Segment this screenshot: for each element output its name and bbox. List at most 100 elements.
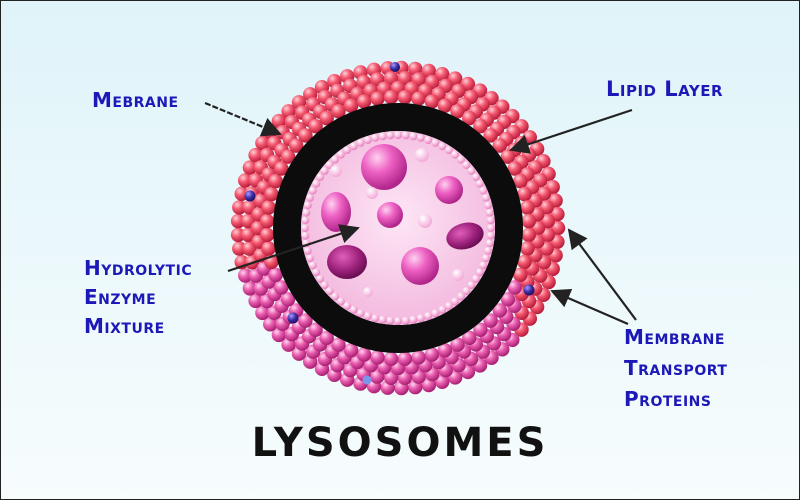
inner-bead (438, 305, 447, 314)
membrane-bead (268, 173, 283, 189)
inner-bead (371, 314, 380, 323)
membrane-bead (473, 119, 488, 134)
inner-bead (331, 155, 339, 164)
label-line: Mixture (84, 314, 165, 338)
inner-bead (482, 254, 490, 263)
transport-protein (287, 312, 299, 324)
inner-bead (486, 216, 495, 225)
inner-bead (325, 287, 334, 295)
membrane-bead (298, 128, 313, 143)
membrane-bead (450, 337, 465, 352)
inner-bead (394, 131, 402, 139)
inner-bead (302, 208, 311, 217)
vesicle (415, 148, 429, 162)
inner-bead (475, 179, 484, 188)
inner-bead (457, 292, 465, 301)
membrane-bead (483, 128, 498, 143)
membrane-bead (521, 227, 536, 243)
membrane-bead (230, 227, 246, 243)
arrow-enzyme (227, 224, 360, 273)
inner-bead (485, 208, 494, 217)
inner-bead (424, 312, 433, 320)
membrane-bead (248, 147, 263, 163)
inner-bead (451, 297, 460, 306)
inner-bead (336, 297, 345, 306)
membrane-bead (483, 313, 498, 328)
membrane-bead (260, 213, 275, 229)
inner-bead (475, 268, 484, 277)
membrane-bead (507, 280, 522, 295)
label-line: Enzyme (84, 285, 157, 309)
label-line: Proteins (624, 387, 712, 411)
inner-bead (306, 193, 314, 202)
membrane-bead-layer (230, 60, 566, 396)
inner-bead (485, 239, 494, 248)
inner-bead (363, 312, 372, 320)
membrane-bead (500, 292, 516, 307)
membrane-bead (280, 149, 296, 164)
membrane-bead (492, 138, 507, 153)
inner-bead (316, 274, 325, 283)
inner-bead (394, 317, 402, 325)
membrane-bead (255, 135, 270, 151)
inner-bead (331, 292, 339, 301)
arrow-membrane (204, 101, 282, 137)
vesicle (327, 245, 367, 279)
membrane-bead (520, 241, 535, 256)
inner-bead (462, 161, 471, 169)
inner-bead (431, 309, 440, 318)
membrane-bead (260, 227, 275, 243)
inner-bead (484, 246, 493, 255)
inner-bead (303, 201, 312, 210)
inner-bead (484, 201, 493, 210)
inner-bead (486, 231, 495, 240)
inner-bead (301, 231, 310, 240)
membrane-bead (331, 104, 346, 119)
diagram-title: LYSOSOMES (251, 420, 549, 466)
vesicle (401, 247, 439, 285)
vesicle (361, 144, 407, 190)
inner-bead (438, 142, 447, 151)
label-membrane: Mebrane (92, 88, 179, 112)
membrane-bead (421, 377, 436, 393)
membrane-bead (268, 267, 283, 283)
membrane-bead (343, 343, 359, 358)
vesicle (452, 269, 464, 281)
label-hydrolytic-enzyme-mixture: Hydrolytic Enzyme Mixture (84, 254, 192, 341)
membrane-bead (370, 91, 385, 106)
membrane-bead (550, 220, 566, 236)
membrane-bead (238, 173, 253, 188)
inner-bead (349, 305, 358, 314)
membrane-bead (232, 200, 247, 215)
membrane-bead (230, 213, 246, 229)
pointer-arrows (204, 101, 637, 326)
inner-bead (431, 138, 440, 147)
inner-bead (336, 150, 345, 159)
vesicle (366, 187, 378, 199)
membrane-bead (492, 303, 507, 318)
membrane-bead (343, 98, 359, 113)
arrow-transport-2 (550, 289, 629, 326)
inner-bead (444, 146, 453, 155)
transport-protein (362, 375, 372, 385)
membrane-bead (308, 119, 323, 134)
membrane-bead (450, 104, 465, 119)
membrane-bead (517, 254, 532, 270)
vesicle (418, 214, 432, 228)
membrane-bead (248, 293, 263, 309)
inner-bead (471, 173, 480, 182)
membrane-bead (437, 343, 453, 358)
inner-bead (308, 186, 317, 195)
inner-bead (409, 132, 418, 141)
inner-bead (371, 133, 380, 142)
membrane-bead (435, 67, 450, 82)
membrane-bead (462, 330, 477, 346)
transport-protein (523, 284, 535, 296)
inner-bead (482, 193, 490, 202)
inner-bead (409, 315, 418, 324)
membrane-bead (421, 63, 436, 79)
inner-bead (416, 314, 425, 323)
inner-membrane-beads (301, 131, 495, 325)
membrane-bead (397, 90, 413, 105)
